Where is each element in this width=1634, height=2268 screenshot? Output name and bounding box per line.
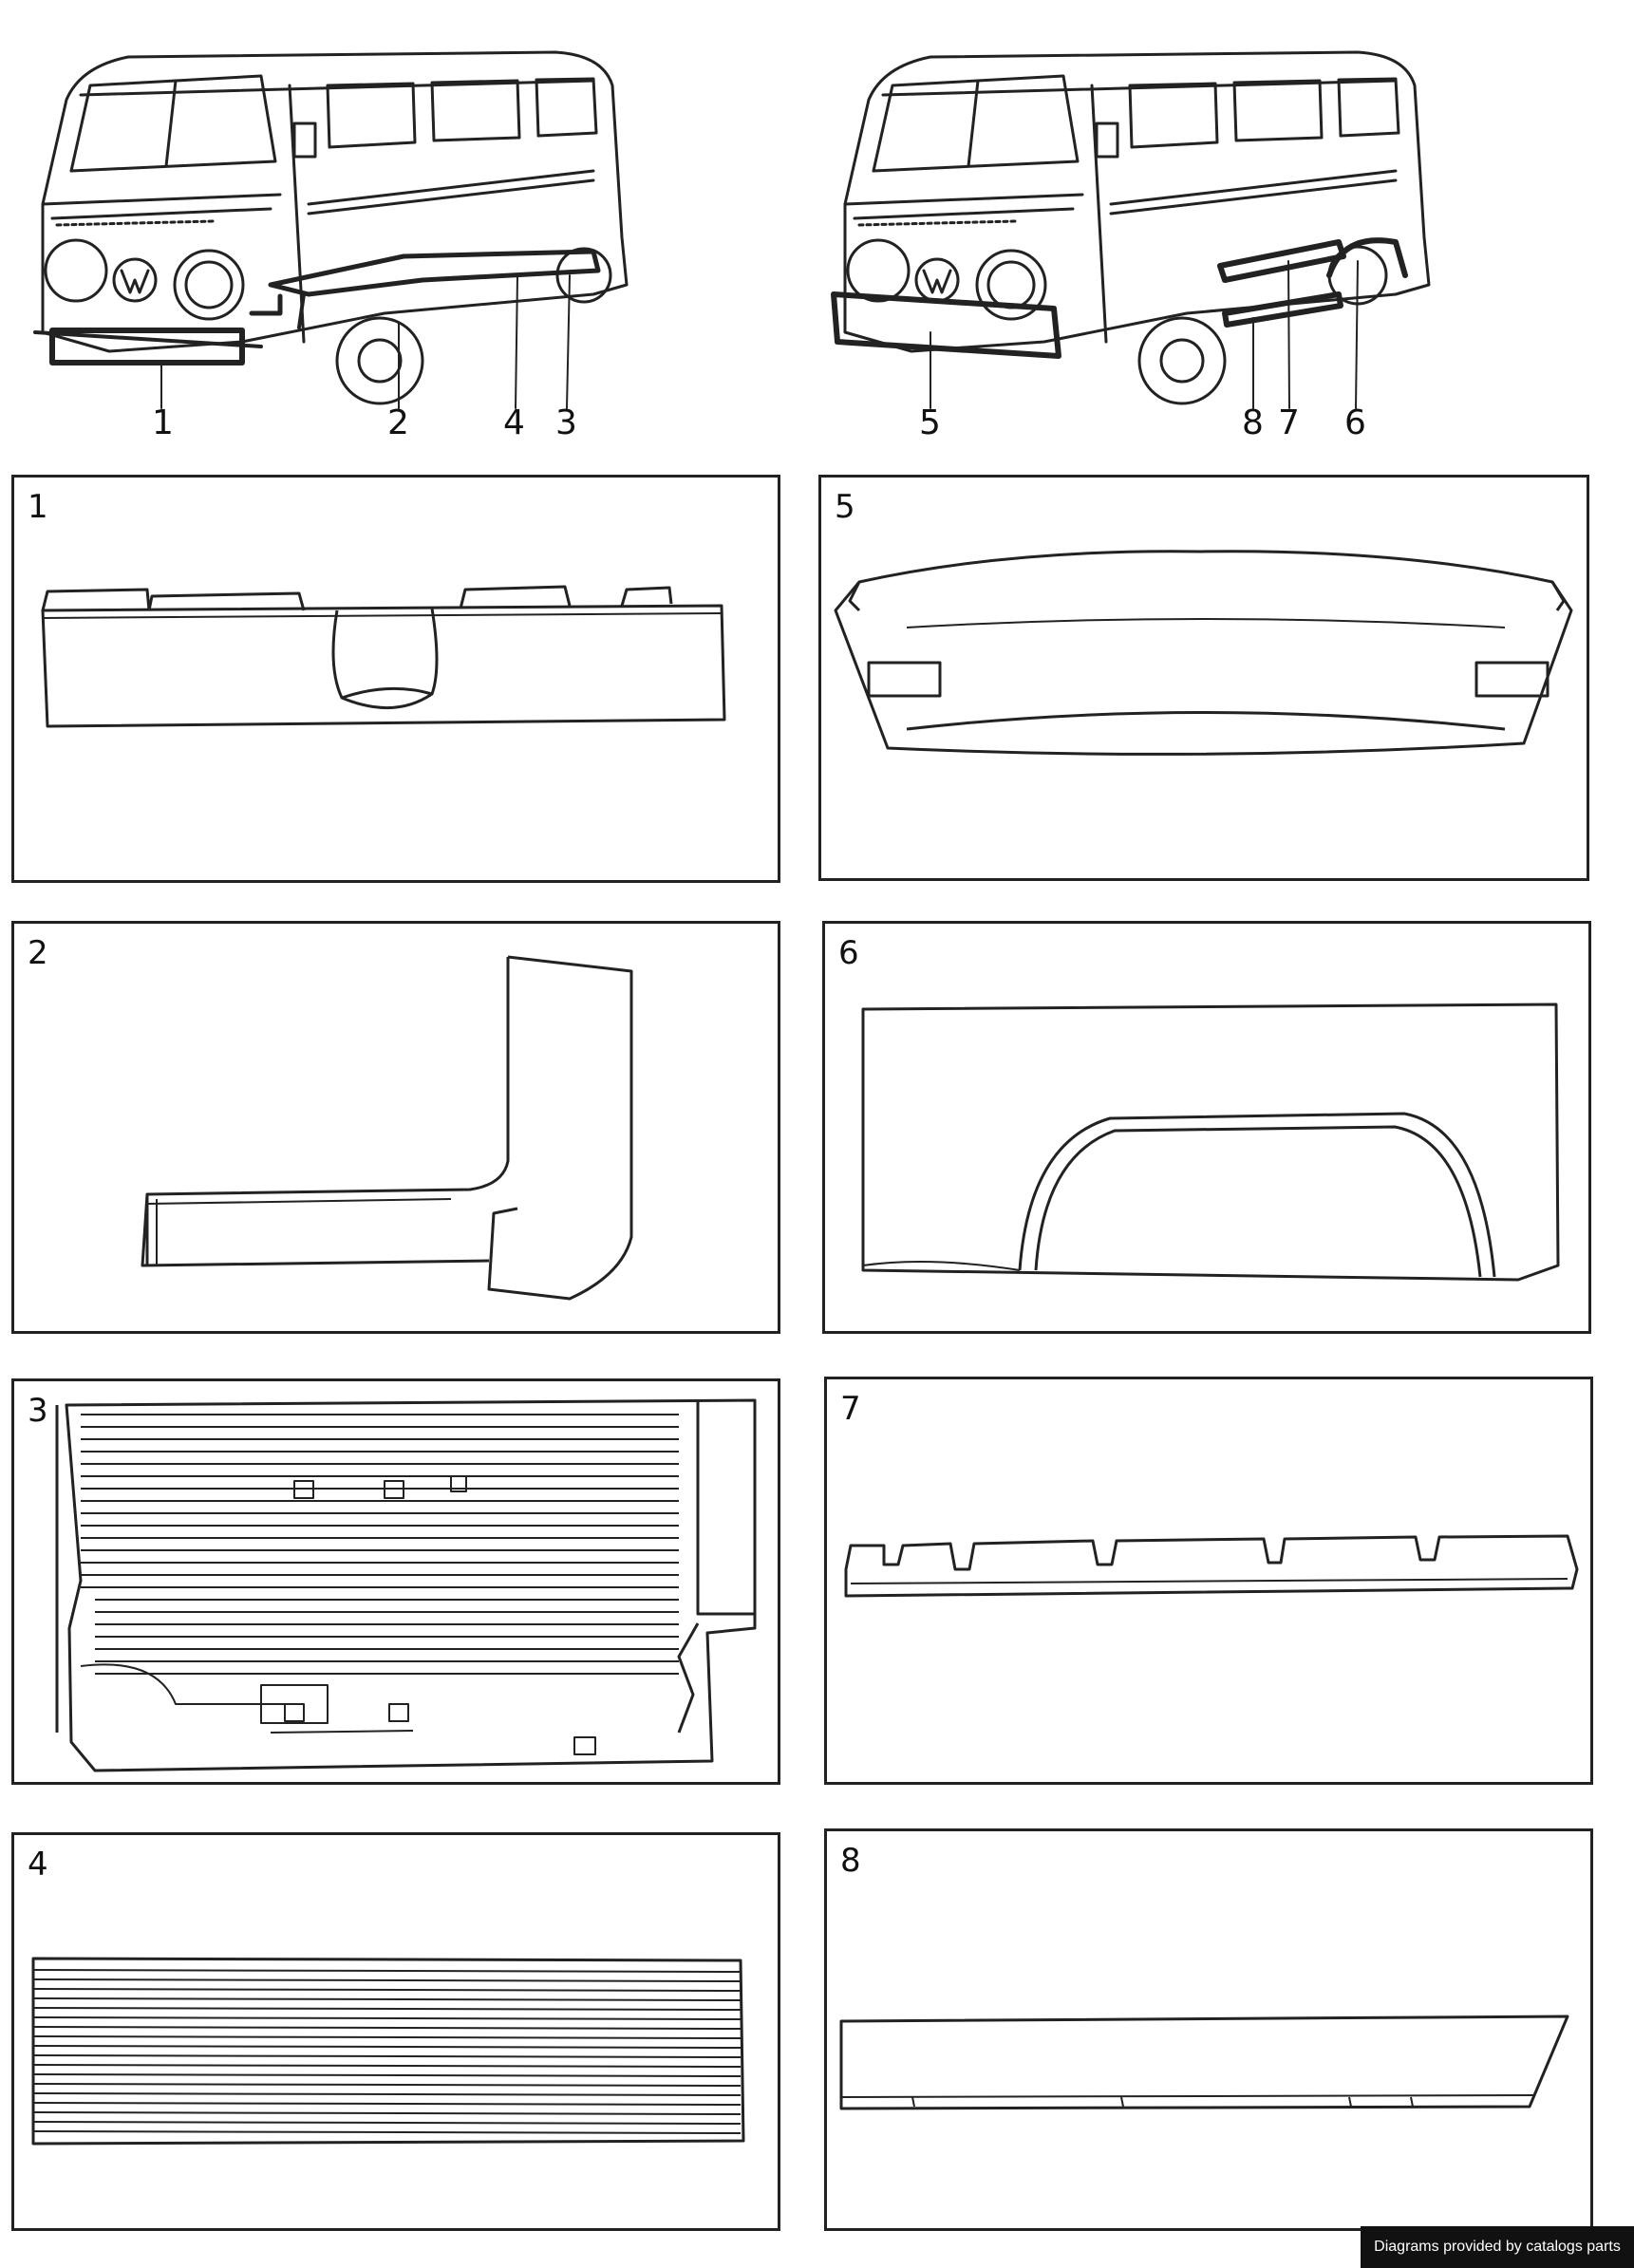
callout-label: 8 — [1242, 403, 1264, 442]
wheel-arch-panel-drawing — [861, 1003, 1560, 1282]
callout-label: 1 — [152, 403, 174, 442]
panel-number: 1 — [28, 488, 48, 526]
callout-label: 7 — [1278, 403, 1300, 442]
floor-ribs — [81, 1414, 679, 1675]
part-panel-8: 8 — [824, 1828, 1593, 2231]
floor-pan-drawing — [55, 1398, 757, 1772]
van-overview-left: 1 2 4 3 — [24, 28, 688, 446]
part-panel-5: 5 — [818, 475, 1589, 881]
panel-number: 3 — [28, 1392, 48, 1430]
van-overview-right: 5 8 7 6 — [826, 28, 1491, 446]
callout-label: 2 — [387, 403, 409, 442]
part-panel-6: 6 — [822, 921, 1591, 1334]
attribution-text: Diagrams provided by catalogs parts — [1374, 2239, 1621, 2255]
panel-number: 4 — [28, 1846, 48, 1884]
callout-label: 3 — [555, 403, 577, 442]
front-floor-section-drawing — [41, 585, 726, 728]
panel-number: 8 — [840, 1842, 861, 1880]
front-panel-drawing — [834, 550, 1573, 756]
attribution-footer: Diagrams provided by catalogs parts — [1361, 2226, 1634, 2268]
part-panel-3: 3 — [11, 1378, 780, 1785]
ribbed-floor-panel-drawing — [31, 1957, 745, 2146]
sill-strip-drawing — [844, 1534, 1579, 1598]
part-panel-1: 1 — [11, 475, 780, 883]
panel-number: 2 — [28, 934, 48, 972]
van-illustration-left — [33, 50, 629, 409]
panel-number: 7 — [840, 1390, 861, 1428]
rocker-panel-drawing — [839, 2015, 1569, 2110]
callout-label: 4 — [503, 403, 525, 442]
panel-number: 6 — [838, 934, 859, 972]
part-panel-4: 4 — [11, 1832, 780, 2231]
part-panel-2: 2 — [11, 921, 780, 1334]
step-floor-drawing — [141, 955, 633, 1301]
callout-label: 5 — [919, 403, 941, 442]
van-illustration-right — [831, 50, 1431, 409]
callout-label: 6 — [1344, 403, 1366, 442]
panel-ribs — [32, 1969, 742, 2134]
panel-number: 5 — [835, 488, 855, 526]
part-panel-7: 7 — [824, 1377, 1593, 1785]
